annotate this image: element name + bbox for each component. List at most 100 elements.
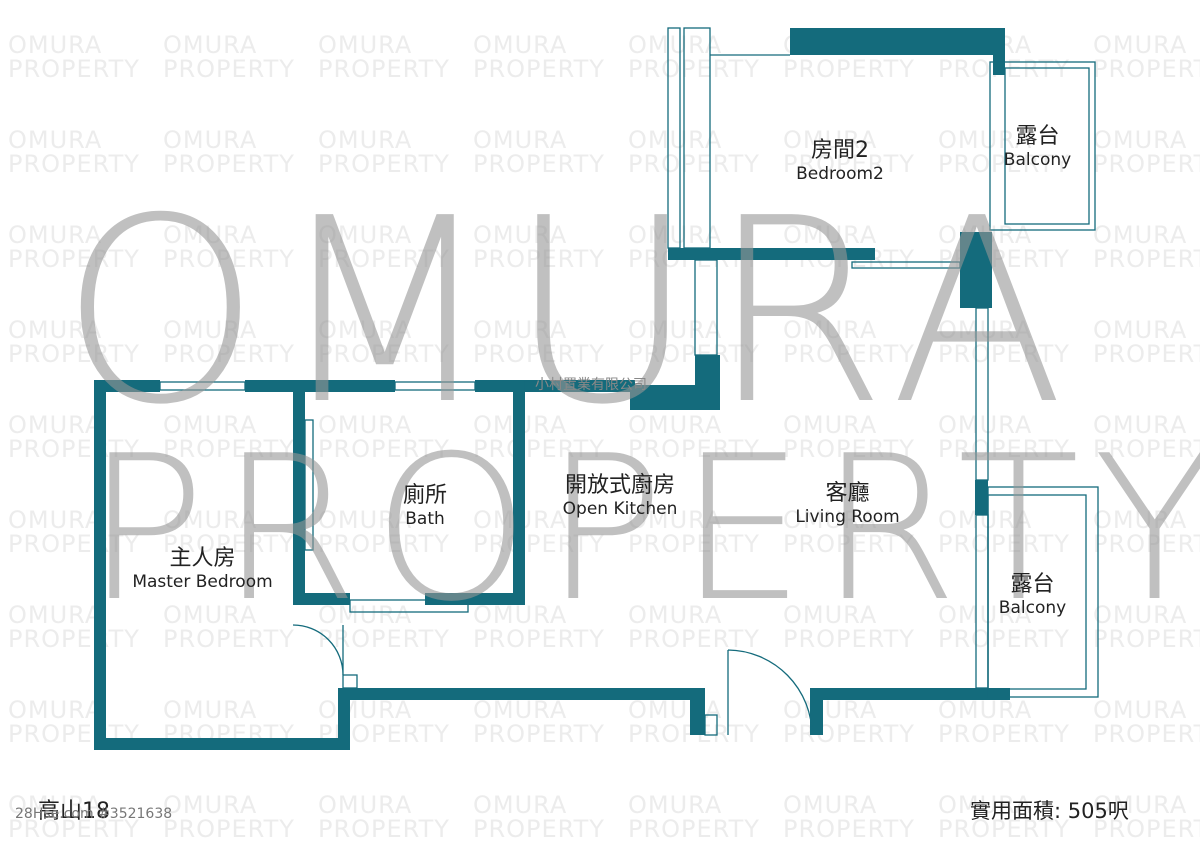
watermark-line: PROPERTY	[8, 150, 140, 178]
watermark-line: PROPERTY	[938, 720, 1070, 748]
room-label-master: 主人房 Master Bedroom	[115, 540, 290, 592]
watermark-line: OMURA	[1093, 506, 1188, 534]
watermark-line: OMURA	[1093, 316, 1188, 344]
room-label-balcony-bottom: 露台 Balcony	[985, 566, 1080, 618]
watermark-line: OMURA	[473, 221, 568, 249]
watermark-line: PROPERTY	[8, 340, 140, 368]
watermark-line: PROPERTY	[783, 340, 915, 368]
watermark-line: PROPERTY	[783, 55, 915, 83]
watermark-line: PROPERTY	[628, 815, 760, 843]
listing-ref: 28Hse.com #3521638	[15, 806, 173, 822]
watermark-line: PROPERTY	[163, 245, 295, 273]
windows-and-thin-walls	[159, 27, 1099, 736]
room-name-zh: 客廳	[825, 481, 870, 506]
watermark-line: OMURA	[163, 221, 258, 249]
room-name-zh: 露台	[1015, 124, 1060, 149]
watermark-line: OMURA	[163, 411, 258, 439]
watermark-line: PROPERTY	[628, 340, 760, 368]
watermark-line: OMURA	[1093, 601, 1188, 629]
watermark-line: OMURA	[938, 316, 1033, 344]
watermark-line: OMURA	[8, 601, 103, 629]
watermark-line: OMURA	[628, 696, 723, 724]
watermark-line: OMURA	[938, 411, 1033, 439]
watermark-line: OMURA	[628, 126, 723, 154]
watermark-line: OMURA	[163, 316, 258, 344]
watermark-large-property: PROPERTY	[85, 413, 1200, 646]
watermark-line: OMURA	[1093, 791, 1188, 819]
watermark-line: PROPERTY	[473, 435, 605, 463]
watermark-line: PROPERTY	[628, 435, 760, 463]
watermark-line: OMURA	[783, 411, 878, 439]
room-name-zh: 開放式廚房	[564, 473, 675, 498]
watermark-line: OMURA	[8, 506, 103, 534]
room-name-en: Open Kitchen	[562, 499, 678, 519]
watermark-line: OMURA	[318, 221, 413, 249]
watermark-line: PROPERTY	[628, 530, 760, 558]
watermark-line: PROPERTY	[473, 720, 605, 748]
watermark-line: PROPERTY	[783, 435, 915, 463]
watermark-line: OMURA	[628, 31, 723, 59]
watermark-line: PROPERTY	[473, 530, 605, 558]
watermark-line: PROPERTY	[1093, 815, 1200, 843]
watermark-line: OMURA	[318, 696, 413, 724]
room-label-bedroom2: 房間2 Bedroom2	[780, 132, 900, 184]
watermark-line: PROPERTY	[8, 530, 140, 558]
watermark-line: OMURA	[163, 506, 258, 534]
watermark-line: OMURA	[938, 601, 1033, 629]
watermark-line: PROPERTY	[938, 340, 1070, 368]
watermark-line: OMURA	[1093, 696, 1188, 724]
watermark-line: PROPERTY	[1093, 625, 1200, 653]
watermark-line: PROPERTY	[783, 530, 915, 558]
watermark-line: OMURA	[783, 601, 878, 629]
room-name-en: Balcony	[1003, 150, 1072, 170]
watermark-line: PROPERTY	[318, 625, 450, 653]
watermark-line: PROPERTY	[8, 815, 140, 843]
watermark-line: OMURA	[318, 31, 413, 59]
watermark-line: PROPERTY	[163, 815, 295, 843]
watermark-line: PROPERTY	[1093, 245, 1200, 273]
watermark-line: PROPERTY	[1093, 720, 1200, 748]
watermark-line: PROPERTY	[628, 150, 760, 178]
watermark-line: PROPERTY	[163, 530, 295, 558]
watermark-line: PROPERTY	[1093, 150, 1200, 178]
room-name-zh: 房間2	[811, 138, 869, 163]
watermark-line: PROPERTY	[163, 340, 295, 368]
watermark-line: OMURA	[938, 791, 1033, 819]
watermark-line: PROPERTY	[473, 340, 605, 368]
walls	[94, 28, 1010, 750]
room-name-en: Bedroom2	[796, 164, 884, 184]
watermark-line: OMURA	[8, 316, 103, 344]
watermark-line: OMURA	[473, 696, 568, 724]
